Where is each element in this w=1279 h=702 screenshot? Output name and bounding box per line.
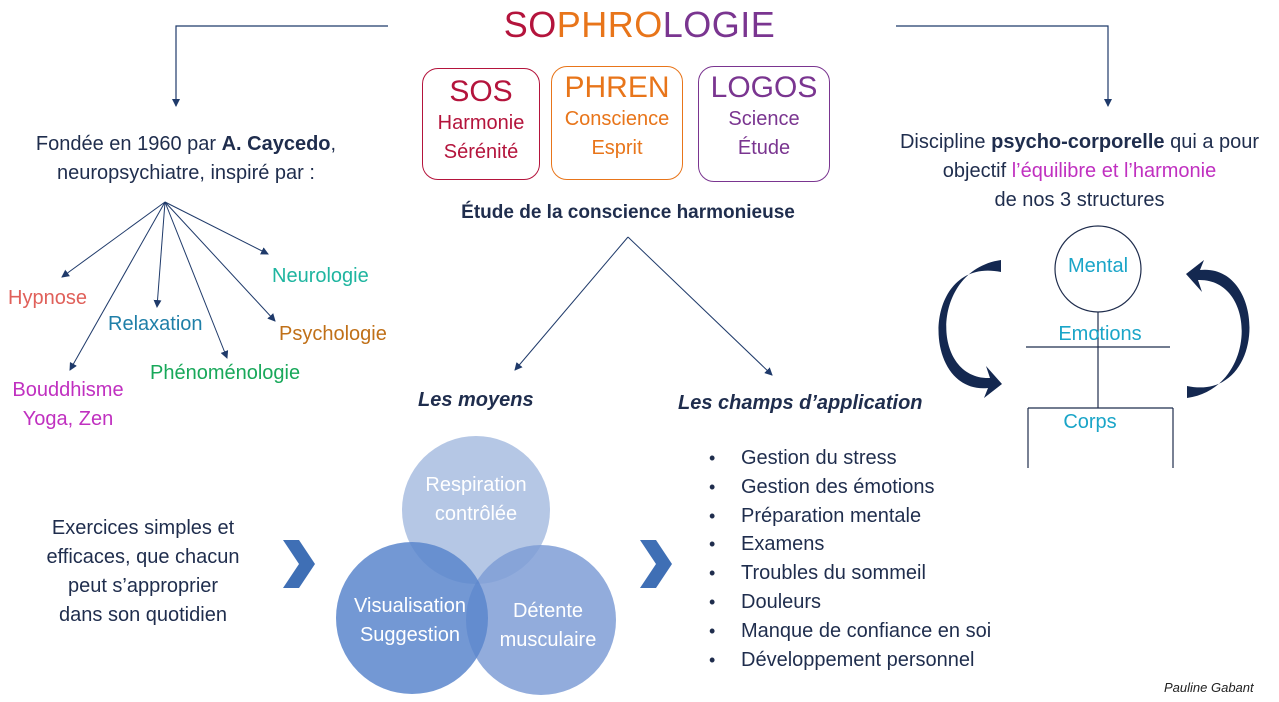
chevron-right-icon-right [640, 540, 672, 588]
influence-hypnose: Hypnose [8, 287, 87, 309]
credit: Pauline Gabant [1164, 680, 1254, 695]
applications-list: Gestion du stress Gestion des émotions P… [709, 444, 991, 674]
left-branch-line [172, 25, 388, 107]
discipline-bold: psycho-corporelle [991, 131, 1165, 153]
cycle-arrow-left-icon [938, 260, 1002, 398]
etymology-line: Étude [737, 137, 791, 159]
title-part-logie: LOGIE [662, 4, 776, 45]
etymology-box-sos: SOS Harmonie Sérénité [422, 68, 540, 180]
applications-heading: Les champs d’application [678, 392, 923, 414]
etymology-line: Harmonie [437, 112, 525, 134]
etymology-line: Science [728, 108, 800, 130]
founder-suffix: , [330, 133, 337, 155]
list-item: Gestion du stress [709, 444, 991, 473]
etymology-line: Esprit [591, 137, 643, 159]
venn-circle-left [336, 542, 488, 694]
founder-text: Fondée en 1960 par A. Caycedo, neuropsyc… [0, 130, 372, 188]
definition-text: Étude de la conscience harmonieuse [461, 202, 795, 223]
discipline-line3: de nos 3 structures [994, 189, 1165, 211]
cycle-arrows [938, 260, 1250, 398]
list-item: Douleurs [709, 588, 991, 617]
list-item: Développement personnel [709, 646, 991, 675]
right-branch-line [896, 25, 1112, 107]
venn-label-detente: Détente musculaire [499, 600, 597, 651]
list-item: Examens [709, 530, 991, 559]
influence-relaxation: Relaxation [108, 313, 203, 335]
discipline-highlight: l’équilibre et l’harmonie [1011, 160, 1217, 182]
etymology-head: LOGOS [710, 71, 818, 104]
structure-mental: Mental [1067, 255, 1129, 277]
exercises-text: Exercices simples et efficaces, que chac… [46, 517, 240, 626]
founder-name: A. Caycedo [221, 133, 331, 155]
list-item: Préparation mentale [709, 502, 991, 531]
influence-bouddhisme-label: Bouddhisme [12, 379, 124, 401]
title-part-phro: PHRO [556, 4, 663, 45]
list-item: Manque de confiance en soi [709, 617, 991, 646]
etymology-box-logos: LOGOS Science Étude [698, 66, 830, 182]
list-item: Gestion des émotions [709, 473, 991, 502]
etymology-head: PHREN [564, 71, 670, 104]
etymology-head: SOS [449, 75, 513, 108]
influence-bouddhisme: Bouddhisme Yoga, Zen [0, 376, 136, 434]
founder-prefix: Fondée en 1960 par [35, 133, 222, 155]
list-item: Troubles du sommeil [709, 559, 991, 588]
discipline-text: Discipline psycho-corporelle qui a pour … [880, 128, 1279, 215]
cycle-arrow-right-icon [1186, 260, 1250, 398]
influence-yoga-zen-label: Yoga, Zen [22, 408, 114, 430]
influence-psychologie: Psychologie [279, 323, 387, 345]
influence-neurologie: Neurologie [272, 265, 369, 287]
discipline-suffix: qui a pour [1164, 131, 1260, 153]
structure-emotions: Emotions [1058, 323, 1142, 345]
structures-tree [1026, 225, 1174, 468]
discipline-line2-prefix: objectif [942, 160, 1012, 182]
title-part-so: SO [503, 4, 557, 45]
structure-corps: Corps [1063, 411, 1117, 433]
means-heading: Les moyens [418, 389, 534, 411]
chevron-right-icon-left [283, 540, 315, 588]
venn-circle-right [466, 545, 616, 695]
venn-label-respiration: Respiration contrôlée [425, 474, 527, 525]
venn-label-visualisation: Visualisation Suggestion [354, 595, 466, 646]
etymology-box-phren: PHREN Conscience Esprit [551, 66, 683, 180]
influence-phenomenologie: Phénoménologie [150, 362, 301, 384]
page-title: SOPHROLOGIE [0, 4, 1279, 46]
discipline-prefix: Discipline [899, 131, 992, 153]
definition-split [514, 236, 773, 376]
etymology-line: Conscience [564, 108, 670, 130]
venn-diagram [336, 436, 616, 695]
founder-line2: neuropsychiatre, inspiré par : [57, 162, 315, 184]
etymology-line: Sérénité [443, 141, 519, 163]
influence-fan [61, 201, 276, 371]
